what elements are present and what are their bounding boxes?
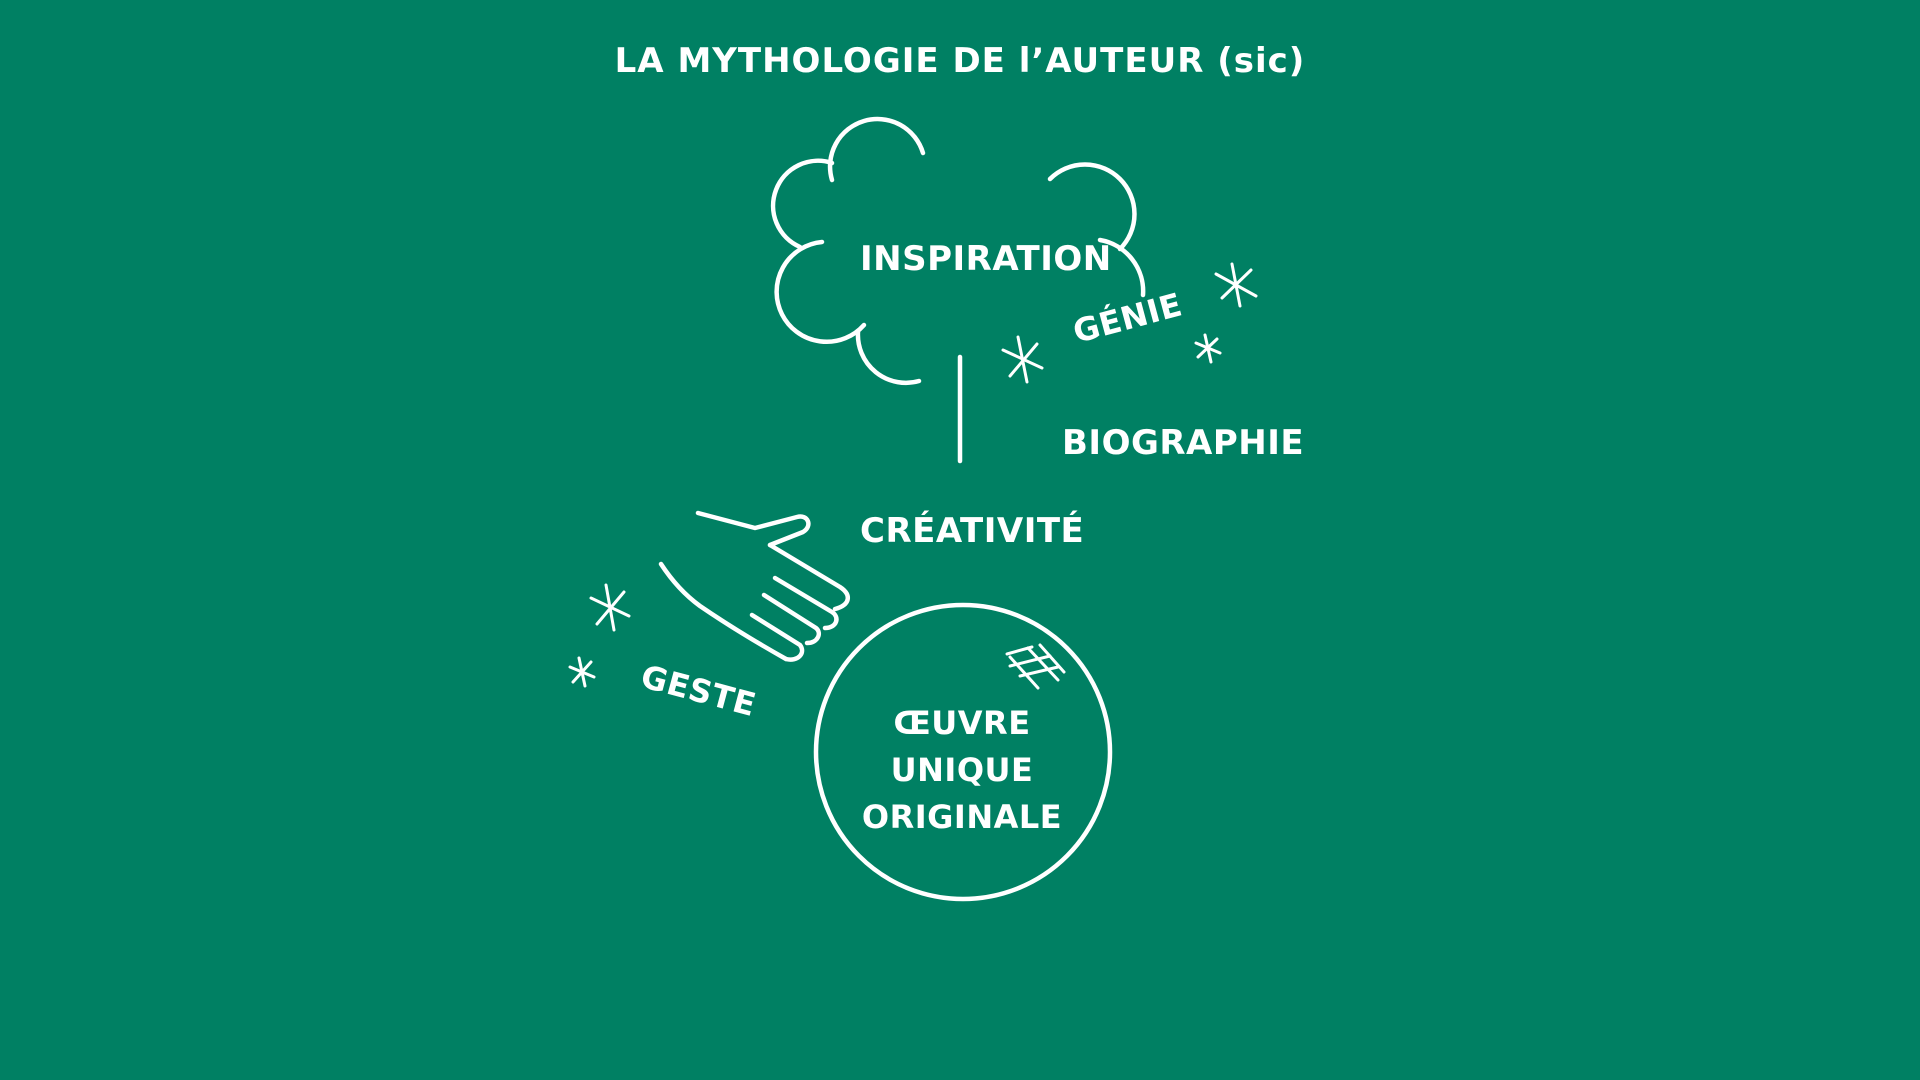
hand-icon bbox=[658, 510, 850, 662]
hash-icon bbox=[1005, 643, 1066, 690]
sparkle-icon bbox=[568, 656, 596, 688]
creativite-label: CRÉATIVITÉ bbox=[860, 511, 1085, 551]
cloud-icon bbox=[770, 116, 1146, 386]
work-circle bbox=[813, 602, 1113, 902]
sparkle-icon bbox=[589, 583, 631, 632]
biographie-label: BIOGRAPHIE bbox=[1062, 423, 1305, 463]
oeuvre-line: UNIQUE bbox=[890, 751, 1034, 789]
diagram-title: LA MYTHOLOGIE DE l’AUTEUR (sic) bbox=[614, 41, 1306, 81]
sparkle-icon bbox=[1001, 335, 1044, 384]
inspiration-label: INSPIRATION bbox=[860, 239, 1112, 279]
oeuvre-line: ORIGINALE bbox=[861, 798, 1063, 836]
oeuvre-label: ŒUVRE UNIQUE ORIGINALE bbox=[812, 700, 1112, 841]
oeuvre-line: ŒUVRE bbox=[893, 704, 1031, 742]
sparkle-icon bbox=[1194, 333, 1222, 364]
sparkle-icon bbox=[1214, 262, 1258, 308]
